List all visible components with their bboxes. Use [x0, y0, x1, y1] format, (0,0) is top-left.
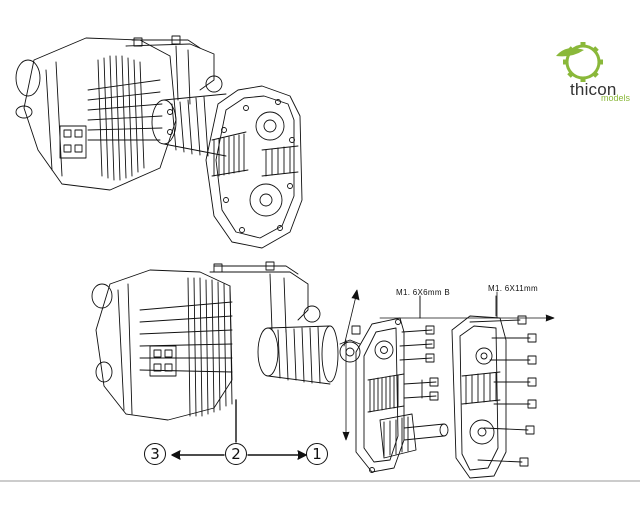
explode-arrows: [342, 289, 555, 441]
bottom-motor-assembly: [91, 261, 361, 421]
gearbox-housing-exploded: [355, 317, 417, 473]
callout-screw-short: M1. 6X6mm B: [396, 288, 450, 297]
end-cover-exploded: [451, 315, 507, 479]
step-3-marker: 3: [144, 443, 166, 465]
long-screws: [469, 295, 537, 467]
step-2-marker: 2: [225, 443, 247, 465]
step-arrows: [171, 399, 307, 460]
logo-gear-icon: [556, 42, 603, 82]
logo-name: thicon: [570, 80, 617, 99]
step-1-marker: 1: [306, 443, 328, 465]
logo-sub: models: [601, 93, 631, 103]
top-motor-gearbox-assembly: [15, 35, 303, 249]
callout-screw-long: M1. 6X11mm: [488, 284, 538, 293]
gear-shafts: [403, 379, 449, 441]
short-screws: [399, 295, 439, 401]
